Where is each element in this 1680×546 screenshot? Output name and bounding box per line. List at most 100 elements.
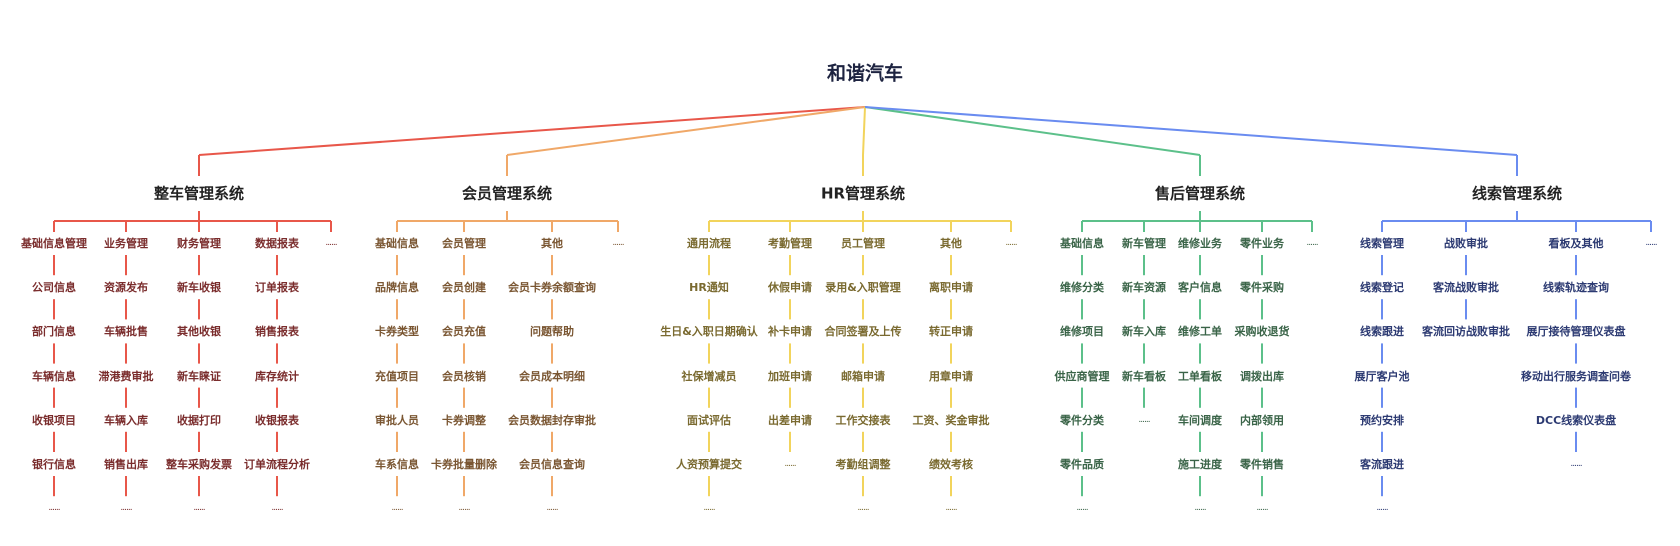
feature-item: 加班申请 [768,369,812,383]
root-branch-line [862,106,866,156]
feature-item: 零件品质 [1060,458,1104,471]
feature-item: 供应商管理 [1054,369,1110,383]
more-items-ellipsis: ...... [193,503,205,514]
feature-item: 展厅客户池 [1354,369,1410,383]
more-items-ellipsis: ...... [48,503,60,514]
feature-item: 整车采购发票 [166,458,232,471]
system-title: 售后管理系统 [1154,184,1246,203]
feature-item: 公司信息 [32,281,76,295]
feature-item: 卡券类型 [375,325,419,339]
feature-item: 会员创建 [442,281,486,295]
more-modules-ellipsis: ...... [612,238,624,248]
system-title: 整车管理系统 [153,184,245,203]
more-items-ellipsis: ...... [1138,414,1150,425]
feature-item: 会员数据封存审批 [508,413,596,427]
more-items-ellipsis: ...... [546,503,558,514]
feature-item: 生日&入职日期确认 [660,325,758,339]
feature-item: 新车资源 [1122,281,1166,295]
feature-item: 车系信息 [375,458,419,471]
more-items-ellipsis: ...... [703,503,715,514]
more-items-ellipsis: ...... [857,503,869,514]
feature-item: 会员成本明细 [519,369,585,383]
feature-item: 新车睐证 [177,369,221,383]
feature-item: 补卡申请 [768,325,812,339]
more-items-ellipsis: ...... [1376,503,1388,514]
feature-item: 收据打印 [177,413,221,427]
feature-item: 品牌信息 [375,281,419,295]
feature-item: 卡券调整 [442,413,486,427]
feature-item: 客流战败审批 [1433,281,1499,295]
feature-item: 维修项目 [1060,325,1104,339]
more-modules-ellipsis: ...... [1005,238,1017,248]
feature-item: 车辆批售 [104,325,148,339]
module-header: 基础信息管理 [21,237,87,250]
feature-item: 新车看板 [1122,369,1166,383]
module-header: 数据报表 [255,237,299,250]
more-items-ellipsis: ...... [784,459,796,469]
feature-item: 采购收退货 [1234,325,1290,339]
feature-item: 线索轨迹查询 [1543,281,1609,295]
module-header: 维修业务 [1178,237,1222,250]
feature-item: 会员充值 [442,325,486,339]
feature-item: 客流跟进 [1360,458,1404,471]
feature-item: 资源发布 [104,281,148,295]
feature-item: 会员核销 [442,369,486,383]
feature-item: 移动出行服务调查问卷 [1521,369,1631,383]
feature-item: 会员信息查询 [519,458,585,471]
feature-item: 部门信息 [32,325,76,339]
more-items-ellipsis: ...... [945,503,957,514]
more-items-ellipsis: ...... [1194,503,1206,514]
root-branch-line [506,106,866,156]
feature-item: 人资预算提交 [676,458,742,471]
root-branch-line [864,106,1201,156]
feature-item: 收银报表 [255,413,299,427]
feature-item: 车辆信息 [32,369,76,383]
more-modules-ellipsis: ...... [1306,238,1318,248]
feature-item: 线索跟进 [1360,325,1404,339]
feature-item: 休假申请 [768,281,812,295]
feature-item: DCC线索仪表盘 [1535,413,1617,427]
feature-item: 录用&入职管理 [825,281,901,295]
module-header: 战败审批 [1444,237,1488,250]
root-branch-line [864,106,1518,156]
feature-item: 客流回访战败审批 [1422,325,1510,339]
feature-item: 调拨出库 [1240,369,1284,383]
feature-item: 绩效考核 [929,458,973,471]
feature-item: 邮箱申请 [841,369,885,383]
feature-item: 订单流程分析 [244,458,310,471]
system-title: 线索管理系统 [1471,184,1563,203]
feature-item: 销售报表 [255,325,299,339]
module-header: 线索管理 [1360,237,1404,250]
module-header: 财务管理 [177,237,221,250]
feature-item: 离职申请 [929,281,973,295]
feature-item: 面试评估 [687,413,731,427]
module-header: 其他 [940,237,962,250]
more-items-ellipsis: ...... [120,503,132,514]
module-header: 看板及其他 [1548,237,1604,250]
module-header: 基础信息 [1060,237,1104,250]
feature-item: 转正申请 [929,325,973,339]
module-header: 其他 [541,237,563,250]
root-branch-line [198,106,866,156]
feature-item: 卡券批量删除 [431,458,497,471]
feature-item: 会员卡券余额查询 [508,281,596,295]
feature-item: 银行信息 [32,458,76,471]
feature-item: 订单报表 [255,281,299,295]
feature-item: 维修工单 [1178,325,1222,339]
system-title: HR管理系统 [820,184,906,203]
module-header: 员工管理 [841,237,885,250]
feature-item: 其他收银 [177,325,221,339]
feature-item: 收银项目 [32,413,76,427]
feature-item: 工作交接表 [835,413,891,427]
feature-item: 零件采购 [1240,281,1284,295]
feature-item: 新车收银 [177,281,221,295]
feature-item: 展厅接待管理仪表盘 [1526,325,1626,339]
more-items-ellipsis: ...... [391,503,403,514]
feature-item: 工单看板 [1178,369,1222,383]
feature-item: 客户信息 [1178,281,1222,295]
feature-item: 滞港费审批 [98,369,154,383]
feature-item: 销售出库 [104,458,148,471]
module-header: 零件业务 [1240,237,1284,250]
